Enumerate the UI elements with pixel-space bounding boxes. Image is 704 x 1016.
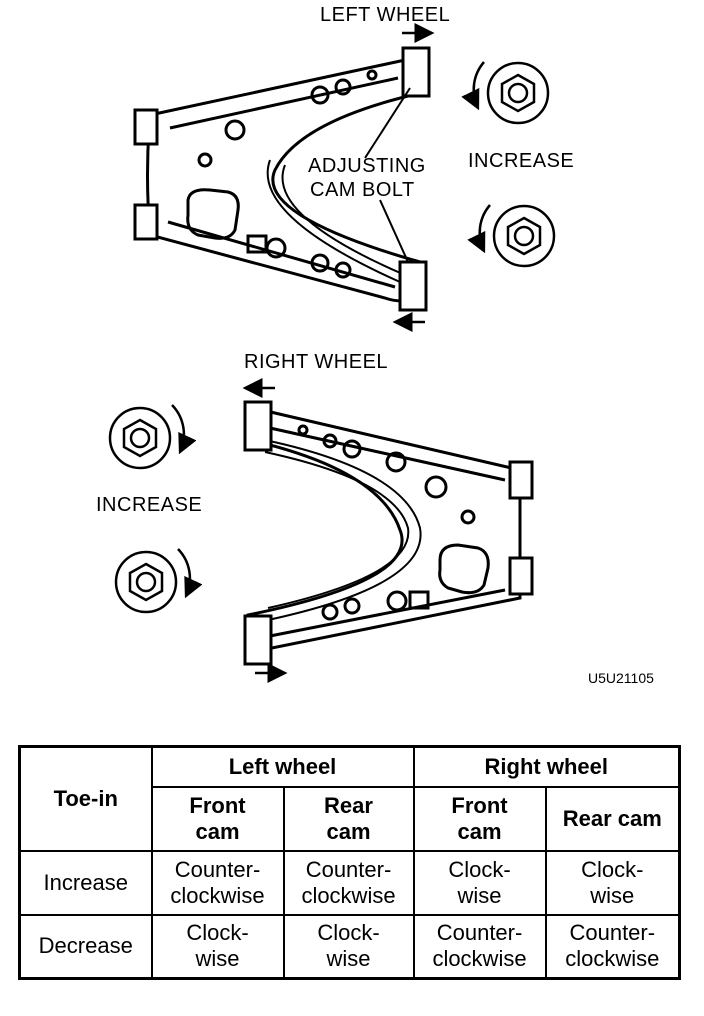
increase-label-top: INCREASE bbox=[468, 150, 575, 172]
cam-bolt-leader-top bbox=[364, 87, 411, 159]
figure-code: U5U21105 bbox=[588, 670, 654, 686]
left-wheel-label: LEFT WHEEL bbox=[320, 4, 451, 26]
table-cell: Clock-wise bbox=[150, 913, 285, 980]
left-lower-arm bbox=[133, 46, 431, 312]
increase-label-bottom: INCREASE bbox=[96, 494, 203, 516]
right-wheel-label: RIGHT WHEEL bbox=[244, 351, 389, 373]
cam-bolt-icon bbox=[461, 61, 550, 125]
table-cell: Counter-clockwise bbox=[150, 849, 285, 916]
left-wheel-header: Left wheel bbox=[150, 745, 415, 788]
table-row: Decrease Clock-wise Clock-wise Counter-c… bbox=[18, 913, 681, 980]
right-wheel-header: Right wheel bbox=[412, 745, 681, 788]
table-cell: Clock-wise bbox=[544, 849, 681, 916]
row-label-decrease: Decrease bbox=[18, 913, 153, 980]
suspension-illustration bbox=[108, 23, 556, 683]
table-cell: Counter-clockwise bbox=[412, 913, 547, 980]
cam-bolt-icon bbox=[108, 404, 197, 470]
cam-bolt-icon bbox=[467, 204, 556, 268]
cam-bolt-leader-bottom bbox=[379, 199, 409, 263]
row-label-increase: Increase bbox=[18, 849, 153, 916]
table-row: Increase Counter-clockwise Counter-clock… bbox=[18, 849, 681, 916]
adjusting-cam-bolt-label-line1: ADJUSTING bbox=[308, 155, 426, 177]
table-cell: Clock-wise bbox=[412, 849, 547, 916]
table-cell: Clock-wise bbox=[282, 913, 415, 980]
right-lower-arm bbox=[243, 400, 534, 666]
table-cell: Counter-clockwise bbox=[544, 913, 681, 980]
corner-header: Toe-in bbox=[18, 745, 153, 852]
adjusting-cam-bolt-label-line2: CAM BOLT bbox=[310, 179, 415, 201]
cam-bolt-icon bbox=[114, 548, 203, 614]
rw-rear-cam-header: Rear cam bbox=[544, 785, 681, 852]
table-cell: Counter-clockwise bbox=[282, 849, 415, 916]
